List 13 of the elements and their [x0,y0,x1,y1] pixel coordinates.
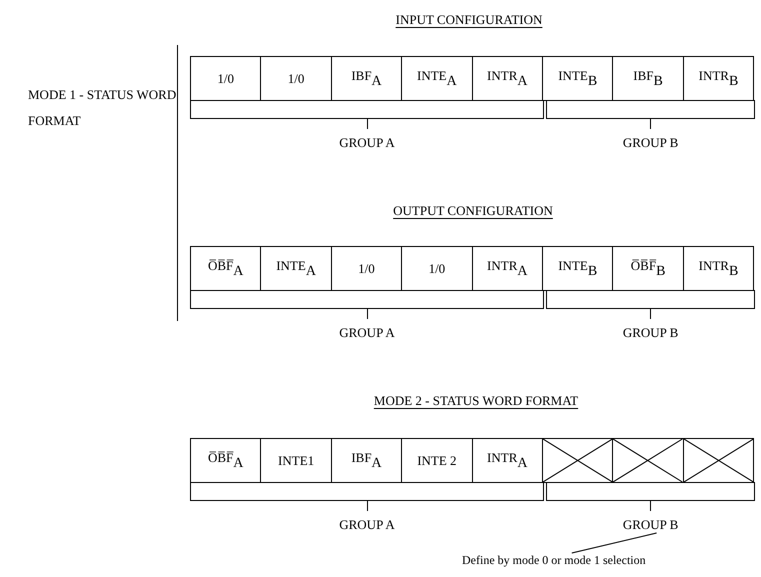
group-label: GROUP A [339,135,395,151]
group-label: GROUP B [622,517,678,533]
group-label: GROUP B [622,135,678,151]
heading-text: MODE 2 - STATUS WORD FORMAT [374,393,578,409]
bit-cell: 1/0 [190,56,262,101]
heading-text: INPUT CONFIGURATION [396,12,542,28]
heading-text: OUTPUT CONFIGURATION [393,203,553,219]
note-text: Define by mode 0 or mode 1 selection [462,553,646,568]
leader-line [571,532,658,554]
group-label: GROUP A [339,325,395,341]
group-label: GROUP B [622,325,678,341]
group-label: GROUP A [339,517,395,533]
heading-text: MODE 1 - STATUS WORD FORMAT [28,86,178,130]
